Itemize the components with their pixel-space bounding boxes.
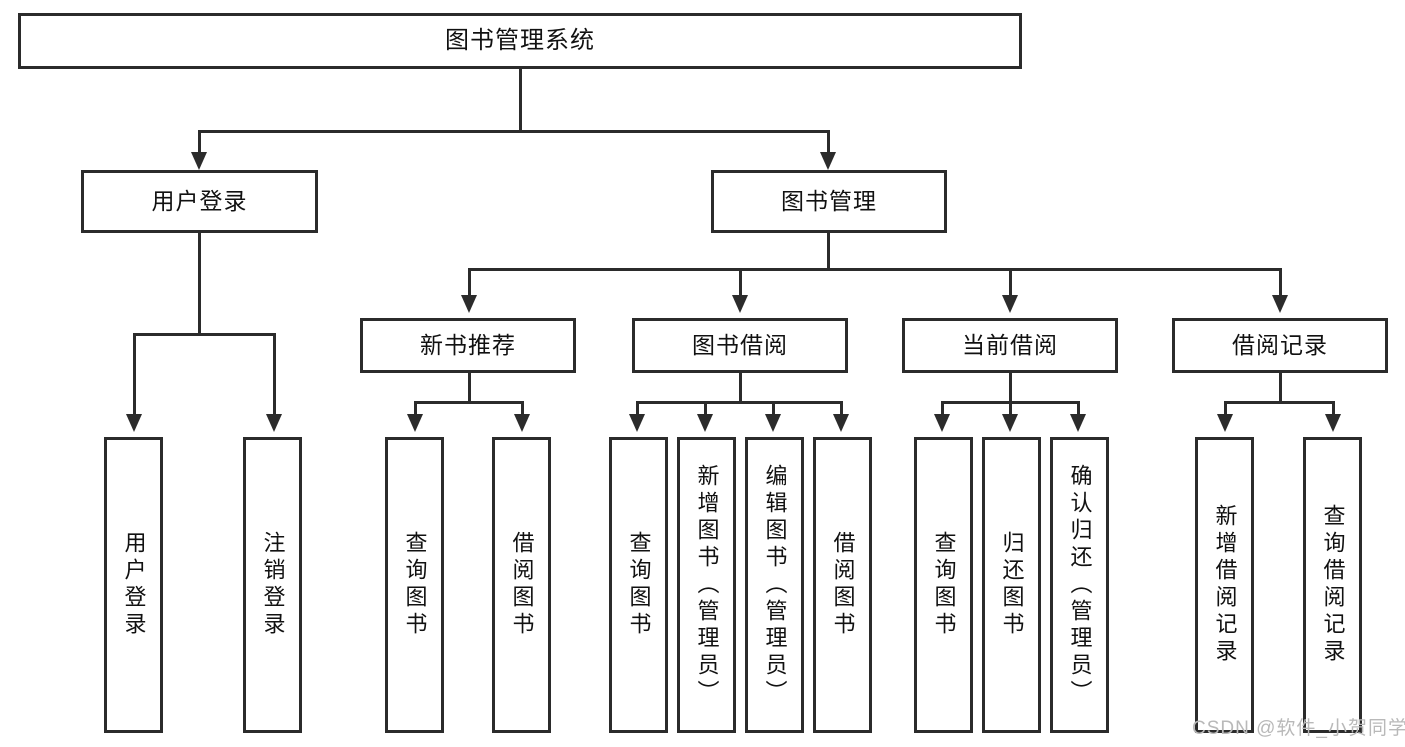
leaf-borrow-book[interactable]: 借阅图书 [813,437,872,733]
node-current-borrow[interactable]: 当前借阅 [902,318,1118,373]
edge-root-to-book-management [827,130,830,155]
node-label: 查询图书 [402,531,428,639]
node-label: 当前借阅 [962,331,1058,358]
node-label: 图书管理系统 [445,26,595,54]
arrow-to-user-login [191,152,207,170]
arrow-to-book-borrow-leaf-4 [833,414,849,432]
arrow-to-current-borrow-leaf-1 [934,414,950,432]
edge-level3-drop-3 [1009,268,1012,297]
arrow-to-borrow-record [1272,295,1288,313]
arrow-to-borrow-record-leaf-1 [1217,414,1233,432]
edge-level3-bus [468,268,1280,271]
edge-book-borrow-drop-1 [636,401,639,416]
node-label: 注销登录 [260,531,286,639]
edge-user-login-stem [198,233,201,336]
edge-new-book-bus [414,401,524,404]
edge-level3-drop-2 [739,268,742,297]
arrow-to-current-borrow [1002,295,1018,313]
node-label: 查询借阅记录 [1320,504,1346,666]
edge-book-borrow-bus [636,401,843,404]
node-label: 用户登录 [121,531,147,639]
edge-book-borrow-stem [739,373,742,404]
edge-current-borrow-drop-1 [941,401,944,416]
node-label: 图书管理 [781,187,877,214]
edge-user-login-drop-1 [133,333,136,416]
node-label: 借阅图书 [509,531,535,639]
edge-root-stem [519,69,522,132]
leaf-query-book-current[interactable]: 查询图书 [914,437,973,733]
node-label: 查询图书 [931,531,957,639]
edge-book-borrow-drop-3 [772,401,775,416]
leaf-logout[interactable]: 注销登录 [243,437,302,733]
node-user-login[interactable]: 用户登录 [81,170,318,233]
arrow-to-book-borrow-leaf-3 [765,414,781,432]
arrow-to-user-login-leaf [126,414,142,432]
edge-current-borrow-drop-3 [1077,401,1080,416]
leaf-query-borrow-record[interactable]: 查询借阅记录 [1303,437,1362,733]
edge-new-book-stem [468,373,471,404]
node-root-book-management-system[interactable]: 图书管理系统 [18,13,1022,69]
node-label: 借阅记录 [1232,331,1328,358]
node-label: 用户登录 [151,187,248,214]
leaf-query-book-borrow[interactable]: 查询图书 [609,437,668,733]
arrow-to-book-management [820,152,836,170]
edge-root-to-user-login [198,130,201,155]
leaf-add-book-admin[interactable]: 新增图书（管理员） [677,437,736,733]
arrow-to-current-borrow-leaf-2 [1002,414,1018,432]
node-label: 确认归还（管理员） [1067,463,1093,707]
edge-new-book-drop-1 [414,401,417,416]
arrow-to-book-borrow-leaf-1 [629,414,645,432]
node-label: 借阅图书 [830,531,856,639]
arrow-to-book-borrow [732,295,748,313]
node-label: 编辑图书（管理员） [762,463,788,707]
node-new-book-recommend[interactable]: 新书推荐 [360,318,576,373]
arrow-to-book-borrow-leaf-2 [697,414,713,432]
edge-borrow-record-bus [1224,401,1335,404]
leaf-query-book-recommend[interactable]: 查询图书 [385,437,444,733]
edge-book-management-stem [827,233,830,271]
node-label: 新书推荐 [420,331,516,358]
leaf-borrow-book-recommend[interactable]: 借阅图书 [492,437,551,733]
edge-book-borrow-drop-2 [704,401,707,416]
edge-level3-drop-1 [468,268,471,297]
arrow-to-logout-leaf [266,414,282,432]
edge-user-login-drop-2 [273,333,276,416]
arrow-to-borrow-record-leaf-2 [1325,414,1341,432]
node-label: 新增图书（管理员） [694,463,720,707]
edge-book-borrow-drop-4 [840,401,843,416]
arrow-to-new-book-leaf-1 [407,414,423,432]
node-label: 图书借阅 [692,331,788,358]
leaf-edit-book-admin[interactable]: 编辑图书（管理员） [745,437,804,733]
arrow-to-new-book-leaf-2 [514,414,530,432]
edge-user-login-bus [133,333,276,336]
arrow-to-new-book-recommend [461,295,477,313]
leaf-add-borrow-record[interactable]: 新增借阅记录 [1195,437,1254,733]
edge-current-borrow-drop-2 [1009,401,1012,416]
node-book-borrow[interactable]: 图书借阅 [632,318,848,373]
node-label: 新增借阅记录 [1212,504,1238,666]
edge-borrow-record-drop-1 [1224,401,1227,416]
edge-borrow-record-drop-2 [1332,401,1335,416]
node-label: 归还图书 [999,531,1025,639]
node-borrow-record[interactable]: 借阅记录 [1172,318,1388,373]
arrow-to-current-borrow-leaf-3 [1070,414,1086,432]
node-label: 查询图书 [626,531,652,639]
edge-current-borrow-stem [1009,373,1012,404]
edge-new-book-drop-2 [521,401,524,416]
edge-root-bus [198,130,830,133]
leaf-return-book[interactable]: 归还图书 [982,437,1041,733]
edge-borrow-record-stem [1279,373,1282,404]
edge-level3-drop-4 [1279,268,1282,297]
leaf-user-login[interactable]: 用户登录 [104,437,163,733]
leaf-confirm-return-admin[interactable]: 确认归还（管理员） [1050,437,1109,733]
node-book-management[interactable]: 图书管理 [711,170,947,233]
